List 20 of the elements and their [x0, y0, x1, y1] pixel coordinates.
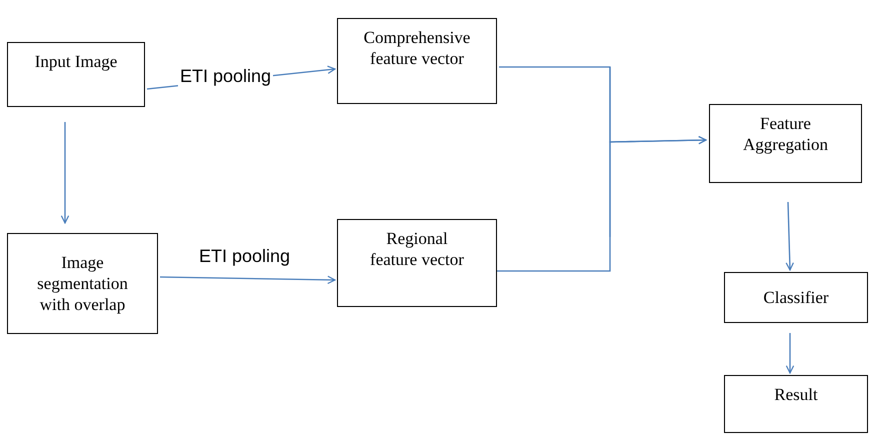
process-box: [724, 272, 868, 323]
process-box: [7, 233, 158, 334]
arrow: [60, 122, 70, 224]
node-text: Regional feature vector: [369, 228, 465, 270]
arrow: [786, 333, 794, 374]
arrow: [786, 202, 794, 271]
arrow: [160, 276, 336, 284]
node-text: Classifier: [763, 286, 829, 308]
node-text: Result: [774, 384, 818, 406]
process-box: [337, 219, 497, 307]
node-text: Image segmentation with overlap: [36, 252, 129, 316]
process-box: [7, 42, 145, 107]
node-text: Input Image: [34, 51, 118, 72]
node-text: Feature Aggregation: [742, 113, 829, 156]
edge-label: ETI pooling: [178, 66, 274, 87]
node-text: Comprehensive feature vector: [362, 27, 472, 70]
process-box: [724, 375, 868, 433]
arrow: [497, 136, 707, 272]
process-box: [337, 18, 497, 104]
process-box: [709, 104, 862, 183]
